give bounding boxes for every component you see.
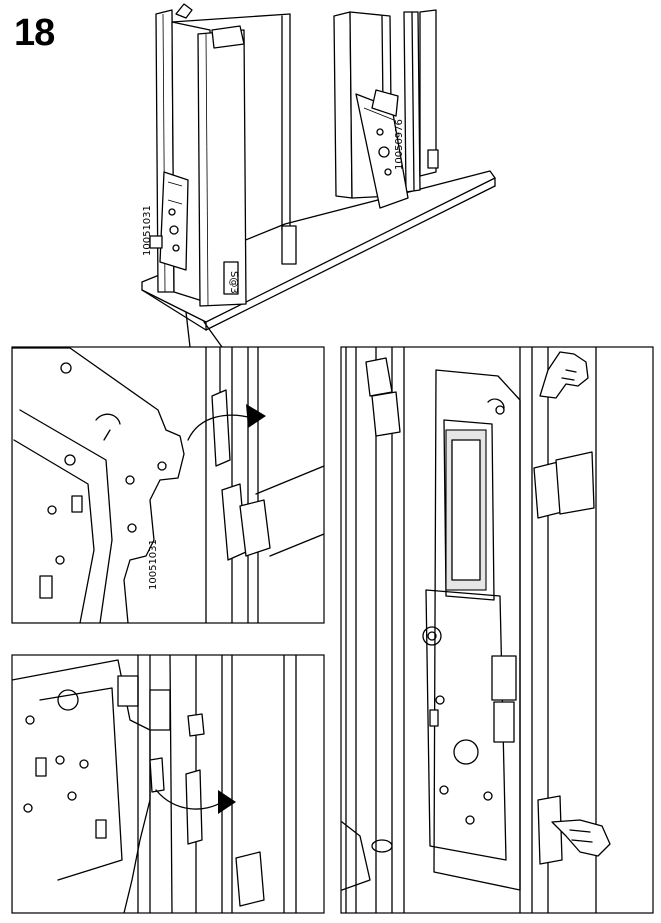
detail-panel-hinge-hook: 10051031 xyxy=(11,346,325,624)
svg-text:S@3: S@3 xyxy=(228,271,239,294)
part-label-detail: 10051031 xyxy=(148,539,159,590)
hinge-plate xyxy=(12,347,185,623)
frame-clip-top xyxy=(371,391,401,437)
movement-arrow-icon xyxy=(155,789,223,810)
overview-hinge-left xyxy=(159,171,189,271)
callout-line xyxy=(203,321,223,348)
part-label-overview-left: 10051031 xyxy=(142,205,153,256)
pointing-hand-icon[interactable] xyxy=(551,819,611,857)
curved-marker-icon xyxy=(487,398,505,409)
detail-panel-check xyxy=(340,346,654,914)
callout-line xyxy=(185,311,191,348)
pointing-hand-icon[interactable] xyxy=(539,351,589,399)
left-frame-unit: S@3 xyxy=(149,3,297,307)
detail-panel-hinge-rotate xyxy=(11,654,325,914)
part-label-overview-right: 10050976 xyxy=(394,119,405,170)
right-frame-unit xyxy=(333,9,439,209)
frame-clip-lower xyxy=(235,851,265,907)
movement-arrow-icon xyxy=(187,414,253,441)
curved-marker-icon xyxy=(95,413,121,441)
step-number: 18 xyxy=(14,12,55,54)
overview-scene: S@3 xyxy=(141,3,496,348)
